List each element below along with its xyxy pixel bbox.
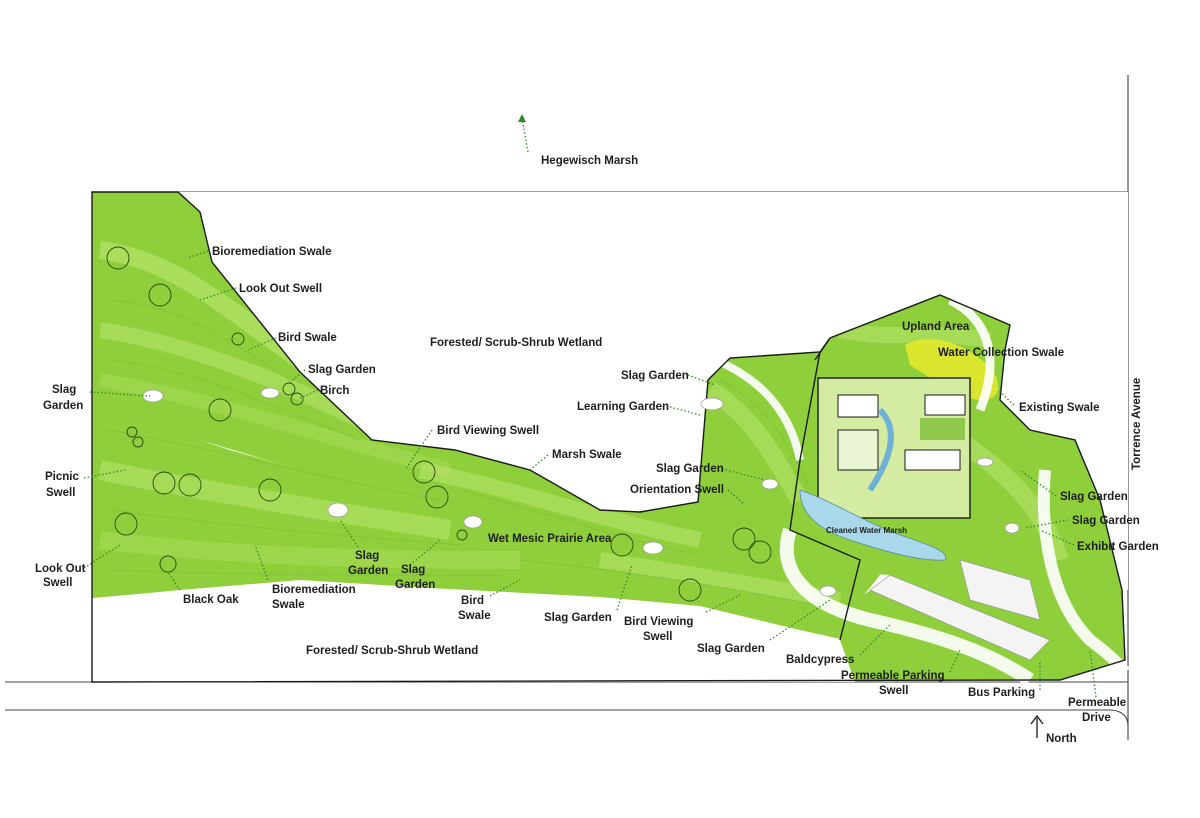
- label-bird-viewing-swell-top: Bird Viewing Swell: [437, 425, 539, 437]
- label-birch: Birch: [320, 385, 349, 397]
- label-bioremediation-swale-bottom-1: Bioremediation: [272, 584, 356, 596]
- label-permeable-drive-1: Permeable: [1068, 697, 1126, 709]
- label-permeable-parking-swell-2: Swell: [879, 685, 908, 697]
- labels: Hegewisch Marsh Bioremediation Swale Loo…: [35, 155, 1159, 745]
- label-torrence-avenue: Torrence Avenue: [1131, 378, 1143, 470]
- label-slag-garden-right-1: Slag Garden: [1060, 491, 1128, 503]
- label-bird-swale-bottom-1: Bird: [461, 595, 484, 607]
- label-bird-viewing-swell-bottom-1: Bird Viewing: [624, 616, 693, 628]
- site-outline: [91, 191, 1126, 683]
- label-bus-parking: Bus Parking: [968, 687, 1035, 699]
- label-picnic-swell-2: Swell: [46, 487, 75, 499]
- label-slag-garden-bottom-right: Slag Garden: [697, 643, 765, 655]
- water-collection-swale-area: [905, 339, 999, 401]
- label-marsh-swale: Marsh Swale: [552, 449, 622, 461]
- label-slag-garden-left-2: Garden: [43, 400, 83, 412]
- white-wetland-top: [178, 192, 1128, 590]
- label-hegewisch-marsh: Hegewisch Marsh: [541, 155, 638, 167]
- hegewisch-arrow: [518, 114, 529, 153]
- label-picnic-swell-1: Picnic: [45, 471, 79, 483]
- label-look-out-swell-left-1: Look Out: [35, 563, 86, 575]
- label-upland-area: Upland Area: [902, 321, 970, 333]
- label-orientation-swell: Orientation Swell: [630, 484, 724, 496]
- site-area: [92, 192, 1128, 682]
- label-look-out-swell-left-2: Swell: [43, 577, 72, 589]
- label-black-oak: Black Oak: [183, 594, 239, 606]
- label-bioremediation-swale-bottom-2: Swale: [272, 599, 305, 611]
- label-wet-mesic-prairie: Wet Mesic Prairie Area: [488, 533, 612, 545]
- label-slag-garden-mid2-2: Garden: [395, 579, 435, 591]
- label-existing-swale: Existing Swale: [1019, 402, 1100, 414]
- label-slag-garden-bottom: Slag Garden: [544, 612, 612, 624]
- label-bioremediation-swale-top: Bioremediation Swale: [212, 246, 332, 258]
- label-bird-swale-bottom-2: Swale: [458, 610, 491, 622]
- label-slag-garden-mid1-1: Slag: [355, 550, 379, 562]
- label-cleaned-water-marsh: Cleaned Water Marsh: [826, 526, 907, 535]
- leader-lines: [83, 250, 1097, 698]
- site-lower-strip: [92, 410, 880, 640]
- label-learning-garden: Learning Garden: [577, 401, 669, 413]
- site-green-fill: [92, 192, 1125, 682]
- label-bird-swale-top: Bird Swale: [278, 332, 337, 344]
- label-permeable-drive-2: Drive: [1082, 712, 1111, 724]
- label-exhibit-garden: Exhibit Garden: [1077, 541, 1159, 553]
- learning-center-building: [817, 377, 971, 519]
- label-bird-viewing-swell-bottom-2: Swell: [643, 631, 672, 643]
- north-arrow: [1030, 714, 1044, 738]
- slag-garden-marks: [142, 387, 1020, 597]
- paths: [718, 295, 1130, 686]
- label-forested-wetland-bottom: Forested/ Scrub-Shrub Wetland: [306, 645, 478, 657]
- label-slag-garden-mid2-1: Slag: [401, 564, 425, 576]
- label-slag-garden-mid1-2: Garden: [348, 565, 388, 577]
- label-slag-garden-top: Slag Garden: [308, 364, 376, 376]
- label-water-collection-swale: Water Collection Swale: [938, 347, 1064, 359]
- zone-boundary: [789, 351, 861, 641]
- label-slag-garden-orientation: Slag Garden: [656, 463, 724, 475]
- label-north: North: [1046, 733, 1077, 745]
- white-wetland-bottom: [92, 580, 855, 682]
- label-slag-garden-right-2: Slag Garden: [1072, 515, 1140, 527]
- trees: [106, 246, 772, 602]
- cleaned-water-marsh: [799, 489, 947, 561]
- label-forested-wetland-top: Forested/ Scrub-Shrub Wetland: [430, 337, 602, 349]
- label-baldcypress: Baldcypress: [786, 654, 854, 666]
- label-permeable-parking-swell-1: Permeable Parking: [841, 670, 945, 682]
- label-slag-garden-left-1: Slag: [52, 384, 76, 396]
- label-slag-garden-learning-top: Slag Garden: [621, 370, 689, 382]
- label-look-out-swell-top: Look Out Swell: [239, 283, 322, 295]
